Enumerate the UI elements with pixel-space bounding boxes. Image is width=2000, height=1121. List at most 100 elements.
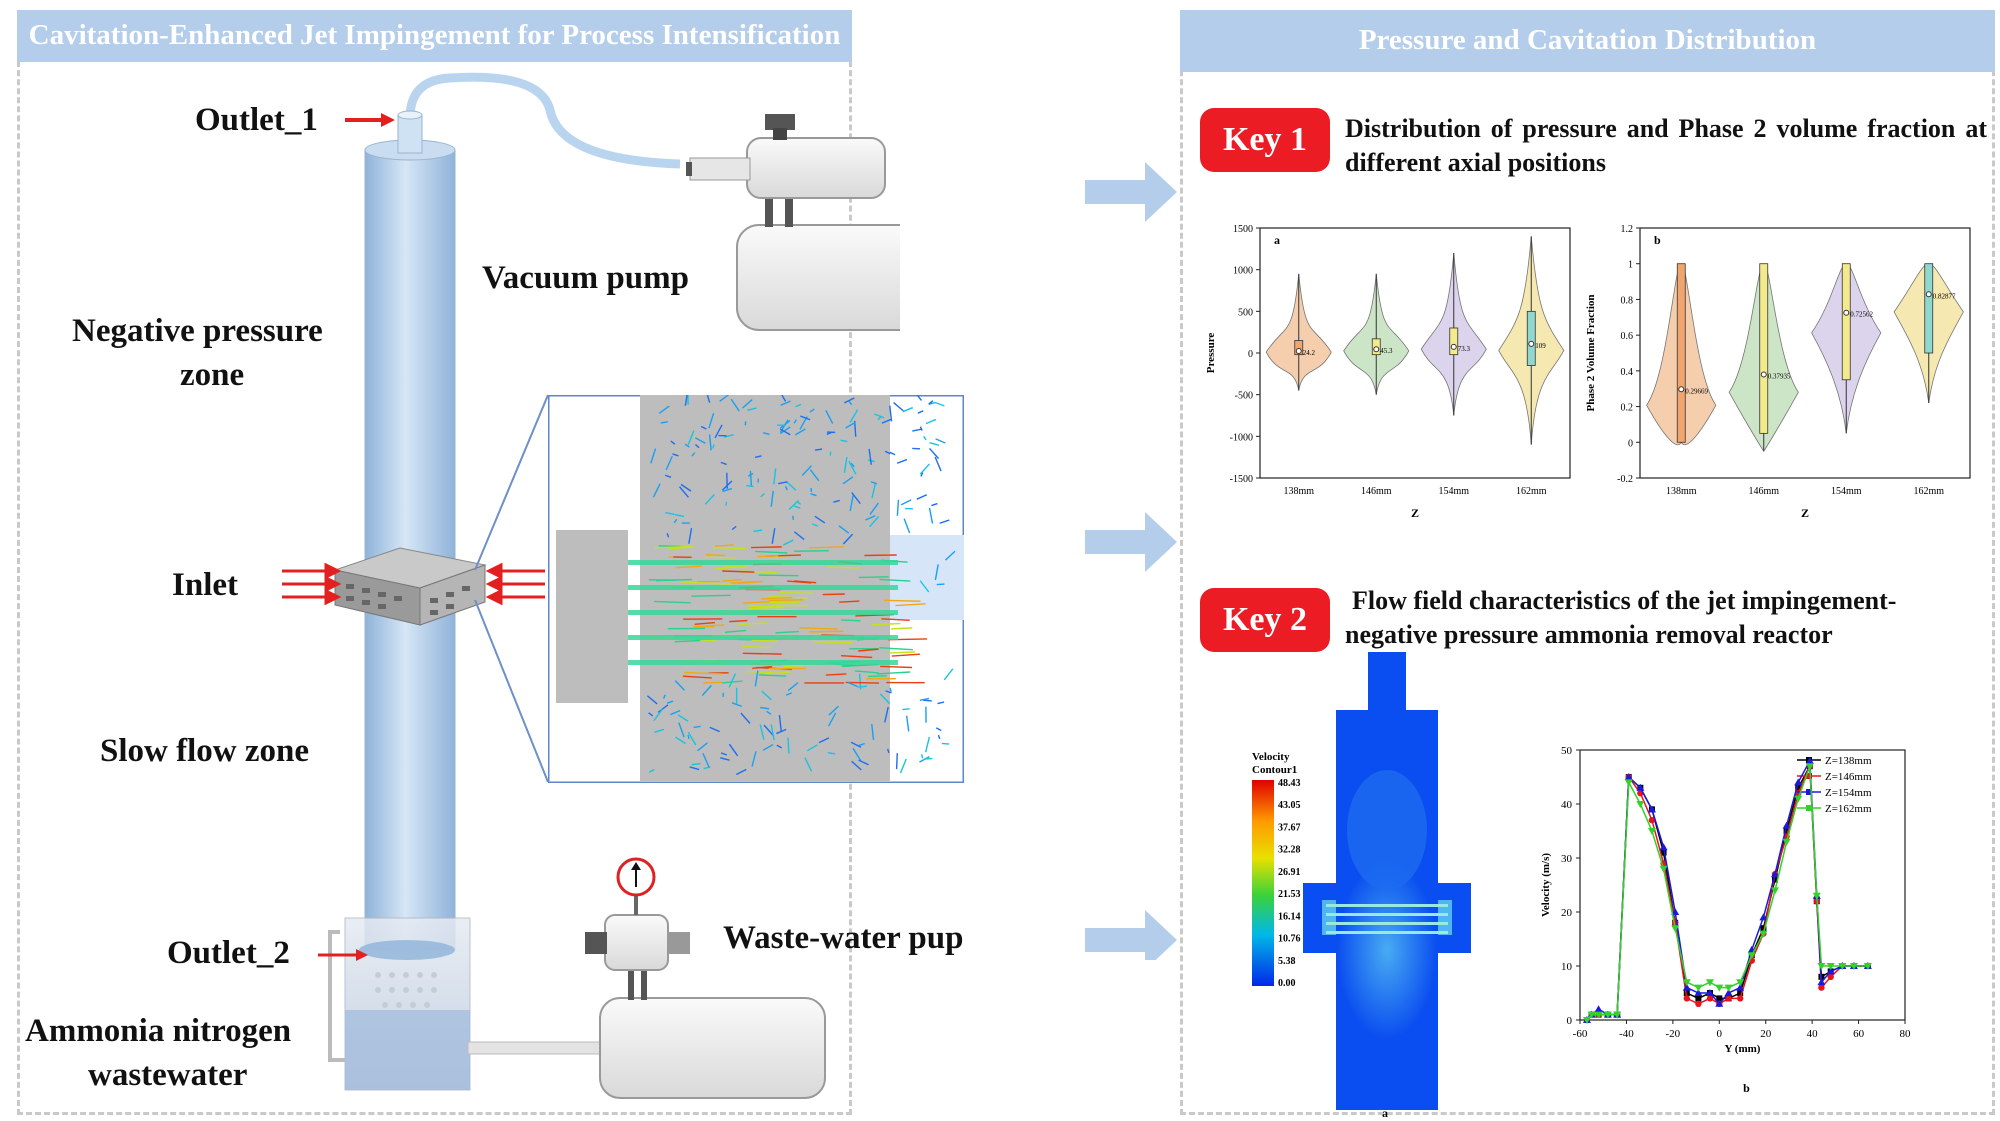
right-panel-title: Pressure and Cavitation Distribution bbox=[1180, 10, 1995, 72]
flow-vector bbox=[778, 481, 788, 485]
flow-vector bbox=[941, 742, 950, 745]
flow-vector bbox=[709, 726, 720, 733]
colorbar-tick-label: 48.43 bbox=[1278, 778, 1301, 789]
outlet1-nozzle bbox=[397, 114, 423, 154]
flow-vector bbox=[779, 426, 791, 435]
flow-vector bbox=[895, 753, 898, 770]
flow-vector bbox=[787, 580, 812, 584]
y-tick-label: -500 bbox=[1235, 391, 1253, 402]
y-tick-label: 1.2 bbox=[1621, 224, 1634, 235]
flow-vector bbox=[842, 533, 854, 545]
flow-vector bbox=[697, 742, 708, 752]
flow-vector bbox=[687, 734, 690, 740]
flow-vector bbox=[680, 483, 692, 492]
flow-vector bbox=[674, 639, 701, 643]
flow-vector bbox=[916, 494, 928, 500]
flow-vector bbox=[935, 727, 942, 732]
flow-vector bbox=[928, 400, 934, 405]
violin-median bbox=[1925, 291, 1932, 298]
flow-arrows bbox=[1085, 162, 1177, 960]
inlet-label: Inlet bbox=[172, 567, 238, 603]
flow-vector bbox=[666, 533, 670, 538]
colorbar-tick-label: 21.53 bbox=[1278, 889, 1301, 900]
flow-vector bbox=[935, 438, 946, 444]
flow-vector bbox=[653, 708, 663, 722]
median-label: 0.29669 bbox=[1685, 387, 1708, 395]
data-point bbox=[1783, 828, 1790, 834]
data-point bbox=[1818, 984, 1825, 991]
flow-vector bbox=[706, 395, 711, 403]
data-point bbox=[1706, 979, 1714, 987]
data-point bbox=[1706, 995, 1714, 1002]
flow-vector bbox=[939, 519, 950, 524]
flow-vector bbox=[747, 472, 754, 477]
flow-vector bbox=[809, 469, 820, 482]
flow-vector bbox=[912, 428, 922, 432]
flow-vector bbox=[753, 529, 763, 532]
contour-legend-title-2: Contour1 bbox=[1252, 764, 1297, 776]
flow-vector bbox=[884, 450, 891, 455]
flow-vector bbox=[714, 424, 723, 439]
flow-vector bbox=[893, 402, 904, 412]
flow-vector bbox=[742, 652, 782, 655]
flow-vector bbox=[712, 444, 715, 449]
panel-label: b bbox=[1743, 1081, 1750, 1095]
flow-vector bbox=[883, 599, 921, 602]
flow-vector bbox=[724, 434, 734, 438]
x-tick-label: 138mm bbox=[1666, 486, 1697, 497]
median-label: 109 bbox=[1535, 342, 1546, 350]
flow-vector bbox=[738, 580, 763, 584]
data-point bbox=[1694, 989, 1703, 996]
flow-vector bbox=[793, 531, 805, 541]
flow-vector bbox=[800, 415, 811, 421]
series-line bbox=[1586, 765, 1868, 1021]
flow-vector bbox=[722, 680, 743, 684]
data-point bbox=[1648, 817, 1656, 824]
y-tick-label: 0.6 bbox=[1621, 331, 1634, 342]
flow-vector bbox=[776, 728, 787, 735]
flow-vector bbox=[666, 700, 674, 704]
panel-label: a bbox=[1274, 233, 1280, 247]
flow-vector bbox=[867, 675, 887, 678]
data-point bbox=[1759, 930, 1768, 938]
data-point bbox=[1736, 995, 1744, 1002]
violin-median bbox=[1678, 386, 1685, 393]
data-point bbox=[1826, 963, 1835, 970]
flow-vector bbox=[766, 710, 772, 715]
flow-vector bbox=[845, 421, 856, 429]
flow-vector bbox=[728, 743, 739, 757]
flow-vector bbox=[776, 744, 783, 749]
outlet1-label: Outlet_1 bbox=[195, 102, 318, 138]
flow-vector bbox=[917, 410, 924, 414]
flow-vector bbox=[679, 486, 689, 498]
key2-text-line2: negative pressure ammonia removal reacto… bbox=[1345, 620, 1833, 649]
flow-vector bbox=[762, 605, 781, 608]
x-tick-label: 40 bbox=[1807, 1028, 1819, 1040]
data-point bbox=[1736, 979, 1745, 987]
flow-vector bbox=[720, 461, 727, 466]
legend-label: Z=154mm bbox=[1825, 787, 1872, 799]
flow-vector bbox=[849, 409, 859, 423]
y-tick-label: 1500 bbox=[1233, 224, 1253, 235]
data-point bbox=[1805, 763, 1814, 771]
violin-box bbox=[1526, 310, 1536, 366]
data-point bbox=[1659, 865, 1668, 873]
data-point bbox=[1659, 843, 1668, 851]
flow-vector bbox=[787, 737, 790, 754]
flow-vector bbox=[648, 712, 654, 717]
flow-vector bbox=[858, 685, 867, 688]
flow-vector bbox=[934, 401, 945, 407]
flow-vector bbox=[691, 594, 731, 597]
flow-vector bbox=[702, 753, 710, 768]
data-point bbox=[1805, 756, 1814, 764]
y-tick-label: 1 bbox=[1628, 260, 1633, 271]
flow-vector bbox=[654, 600, 691, 604]
x-axis-label: Z bbox=[1411, 506, 1419, 520]
negative-zone-label-2: zone bbox=[180, 357, 245, 393]
flow-vector bbox=[793, 419, 797, 424]
y-tick-label: 30 bbox=[1561, 853, 1573, 865]
flow-vector bbox=[763, 431, 770, 436]
data-point bbox=[1759, 913, 1768, 921]
flow-vector bbox=[813, 641, 853, 644]
